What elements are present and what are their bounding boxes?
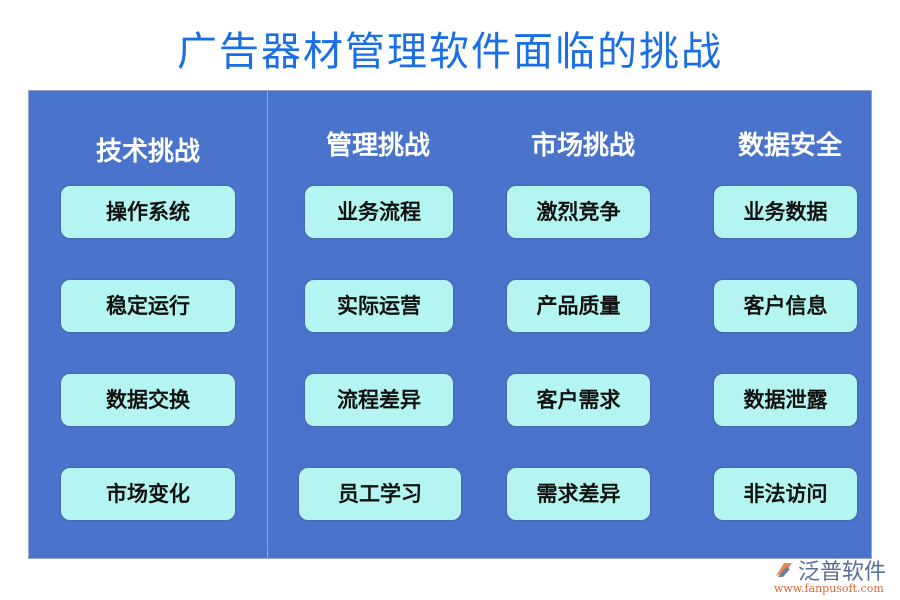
item-business-data[interactable]: 业务数据	[714, 186, 857, 238]
column-heading-tech: 技术挑战	[95, 137, 200, 167]
item-data-exchange[interactable]: 数据交换	[61, 374, 235, 426]
fanpu-logo-icon	[776, 563, 792, 577]
item-stable-run[interactable]: 稳定运行	[61, 280, 235, 332]
column-heading-management: 管理挑战	[325, 131, 430, 161]
item-actual-operation[interactable]: 实际运营	[305, 280, 453, 332]
item-business-process[interactable]: 业务流程	[305, 186, 453, 238]
item-market-change[interactable]: 市场变化	[61, 468, 235, 520]
watermark-url: www.fanpusoft.com	[774, 582, 884, 595]
item-fierce-competition[interactable]: 激烈竞争	[507, 186, 650, 238]
item-staff-learning[interactable]: 员工学习	[299, 468, 461, 520]
column-heading-market: 市场挑战	[530, 131, 635, 161]
panel-other-challenges: 管理挑战 业务流程 实际运营 流程差异 员工学习 市场挑战 激烈竞争 产品质量 …	[267, 90, 872, 559]
panel-tech-challenges: 技术挑战 操作系统 稳定运行 数据交换 市场变化	[28, 90, 268, 559]
item-customer-info[interactable]: 客户信息	[714, 280, 857, 332]
item-os[interactable]: 操作系统	[61, 186, 235, 238]
item-data-leak[interactable]: 数据泄露	[714, 374, 857, 426]
item-demand-difference[interactable]: 需求差异	[507, 468, 650, 520]
item-illegal-access[interactable]: 非法访问	[714, 468, 857, 520]
item-product-quality[interactable]: 产品质量	[507, 280, 650, 332]
item-process-difference[interactable]: 流程差异	[305, 374, 453, 426]
watermark-logo: 泛普软件 www.fanpusoft.com	[770, 556, 900, 600]
column-heading-data-security: 数据安全	[737, 131, 842, 161]
page-title: 广告器材管理软件面临的挑战	[177, 29, 723, 75]
item-customer-demand[interactable]: 客户需求	[507, 374, 650, 426]
watermark-brand: 泛普软件	[798, 560, 887, 585]
